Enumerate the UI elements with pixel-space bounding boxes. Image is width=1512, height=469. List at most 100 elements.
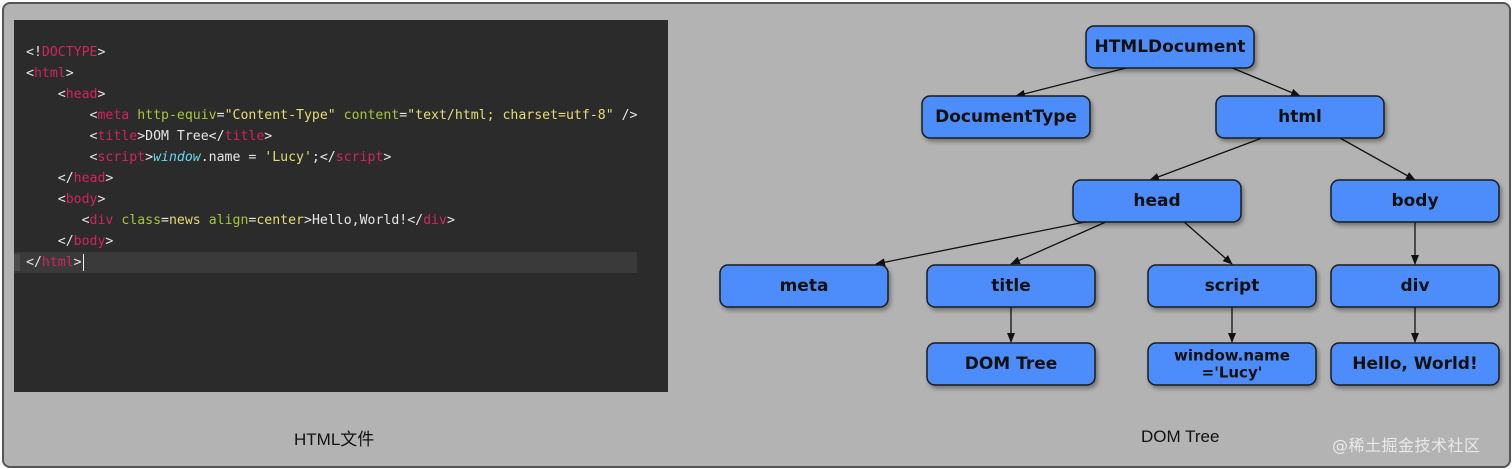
code-token: title: [224, 129, 265, 144]
code-line: </body>: [14, 231, 637, 252]
node-label: div: [1400, 276, 1429, 296]
code-line-text: <head>: [14, 87, 106, 102]
node-label: DOM Tree: [965, 354, 1058, 374]
code-lines: <!DOCTYPE><html> <head> <meta http-equiv…: [14, 42, 638, 273]
code-line: <html>: [14, 63, 637, 84]
edge-head-to-meta: [875, 220, 1091, 267]
node-box: [1330, 179, 1500, 223]
code-token: </: [208, 129, 225, 144]
code-token: >: [303, 213, 312, 228]
code-line: <body>: [14, 189, 637, 210]
code-token: >: [97, 87, 106, 102]
code-token: script: [335, 150, 384, 165]
code-token: <: [57, 87, 66, 102]
edge-head-to-script: [1182, 220, 1233, 265]
node-window-name-text: window.name='Lucy': [1147, 342, 1317, 386]
code-token: content: [343, 108, 400, 123]
code-line: <script>window.name = 'Lucy';</script>: [14, 147, 637, 168]
code-token: class: [121, 213, 162, 228]
node-documenttype: DocumentType: [921, 95, 1091, 139]
code-editor-panel: <!DOCTYPE><html> <head> <meta http-equiv…: [14, 20, 668, 392]
node-box: [1072, 179, 1242, 223]
node-label: script: [1205, 276, 1260, 296]
code-token: >: [145, 150, 154, 165]
code-line: </head>: [14, 168, 637, 189]
code-token: "text/html; charset=utf-8": [407, 108, 614, 123]
code-token: div: [423, 213, 447, 228]
node-box: [1147, 342, 1317, 386]
code-token: 'Lucy': [264, 150, 312, 165]
edge-htmldocument-to-documenttype: [1015, 66, 1131, 98]
code-token: >: [97, 192, 106, 207]
code-token: >: [446, 213, 455, 228]
node-label: html: [1278, 107, 1322, 127]
node-label: Hello, World!: [1352, 354, 1477, 374]
code-token: http-equiv: [137, 108, 217, 123]
code-line-text: <body>: [14, 192, 106, 207]
code-token: >: [65, 66, 74, 81]
code-token: <: [89, 129, 98, 144]
code-line: <head>: [14, 84, 637, 105]
code-line-text: <meta http-equiv="Content-Type" content=…: [14, 108, 638, 123]
code-line-text: <html>: [14, 66, 74, 81]
edge-html-to-head: [1149, 137, 1263, 181]
node-htmldocument: HTMLDocument: [1085, 25, 1255, 69]
code-token: <!: [26, 45, 42, 60]
code-line: </html>: [14, 252, 638, 273]
code-line-text: <title>DOM Tree</title>: [14, 129, 273, 144]
code-token: </: [57, 234, 74, 249]
node-script: script: [1147, 264, 1317, 308]
node-meta: meta: [719, 264, 889, 308]
node-label: title: [991, 276, 1030, 296]
code-token: center: [256, 213, 304, 228]
code-line: <!DOCTYPE>: [14, 42, 637, 63]
node-label: meta: [780, 276, 829, 296]
code-token: script: [97, 150, 146, 165]
tree-edges: [875, 66, 1419, 343]
node-box: [719, 264, 889, 308]
code-token: window: [153, 150, 201, 165]
code-token: =: [216, 108, 225, 123]
caption-html-file: HTML文件: [294, 430, 375, 449]
code-token: </: [57, 171, 74, 186]
node-label: ='Lucy': [1202, 364, 1263, 382]
text-cursor: [82, 253, 84, 271]
line-marker: [14, 254, 20, 271]
code-token: </: [26, 255, 42, 270]
node-head: head: [1072, 179, 1242, 223]
node-box: [1147, 264, 1317, 308]
code-token: <: [89, 108, 98, 123]
edge-htmldocument-to-html: [1229, 66, 1301, 97]
code-token: <: [89, 150, 98, 165]
code-token: html: [41, 255, 74, 270]
code-token: </: [407, 213, 424, 228]
code-line-text: </html>: [14, 253, 84, 271]
node-box: [1330, 264, 1500, 308]
node-label: HTMLDocument: [1094, 37, 1245, 57]
code-token: =: [161, 213, 169, 228]
code-token: <: [26, 66, 34, 81]
code-token: DOM Tree: [145, 129, 209, 144]
code-token: </: [319, 150, 336, 165]
code-line: <meta http-equiv="Content-Type" content=…: [14, 105, 638, 126]
code-line-text: <script>window.name = 'Lucy';</script>: [14, 150, 392, 165]
code-token: body: [65, 192, 98, 207]
code-line-text: <!DOCTYPE>: [14, 45, 105, 60]
node-hello-world-text: Hello, World!: [1330, 342, 1500, 386]
code-token: head: [65, 87, 98, 102]
code-token: >: [137, 129, 146, 144]
node-label: head: [1133, 191, 1180, 211]
code-token: head: [73, 171, 106, 186]
code-token: meta: [97, 108, 130, 123]
code-token: title: [97, 129, 138, 144]
code-token: align: [208, 213, 249, 228]
code-token: Hello,World!: [311, 213, 408, 228]
code-token: <: [57, 192, 66, 207]
node-dom-tree-text: DOM Tree: [926, 342, 1096, 386]
node-box: [1330, 342, 1500, 386]
code-token: >: [105, 171, 114, 186]
node-title: title: [926, 264, 1096, 308]
node-box: [926, 342, 1096, 386]
